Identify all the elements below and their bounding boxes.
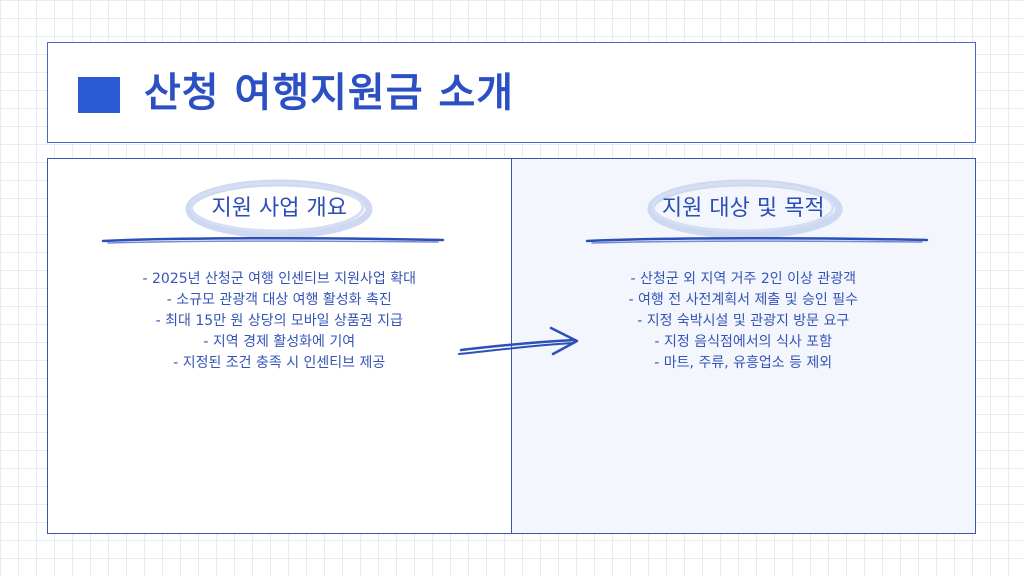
eligibility-heading-group: 지원 대상 및 목적	[512, 177, 976, 247]
eligibility-panel: 지원 대상 및 목적 - 산청군 외 지역 거주 2인 이상 관광객 - 여행 …	[511, 159, 976, 533]
overview-heading-group: 지원 사업 개요	[48, 177, 511, 247]
list-item: - 지정 음식점에서의 식사 포함	[654, 334, 832, 350]
list-item: - 마트, 주류, 유흥업소 등 제외	[654, 355, 833, 371]
eligibility-list: - 산청군 외 지역 거주 2인 이상 관광객 - 여행 전 사전계획서 제출 …	[512, 269, 976, 374]
list-item: - 최대 15만 원 상당의 모바일 상품권 지급	[155, 313, 403, 329]
list-item: - 지역 경제 활성화에 기여	[203, 334, 356, 350]
overview-panel: 지원 사업 개요 - 2025년 산청군 여행 인센티브 지원사업 확대 - 소…	[48, 159, 512, 533]
list-item: - 소규모 관광객 대상 여행 활성화 촉진	[166, 292, 392, 308]
title-banner: 산청 여행지원금 소개	[47, 42, 976, 143]
right-arrow-icon	[458, 326, 579, 356]
hand-drawn-ellipse-icon	[585, 179, 928, 244]
content-panels: 지원 사업 개요 - 2025년 산청군 여행 인센티브 지원사업 확대 - 소…	[47, 158, 976, 534]
hand-drawn-ellipse-icon	[101, 179, 445, 244]
list-item: - 2025년 산청군 여행 인센티브 지원사업 확대	[142, 271, 416, 287]
list-item: - 산청군 외 지역 거주 2인 이상 관광객	[630, 271, 856, 287]
page-title: 산청 여행지원금 소개	[144, 70, 515, 116]
list-item: - 지정된 조건 충족 시 인센티브 제공	[173, 355, 386, 371]
list-item: - 여행 전 사전계획서 제출 및 승인 필수	[628, 292, 858, 308]
overview-heading: 지원 사업 개요	[211, 196, 347, 221]
list-item: - 지정 숙박시설 및 관광지 방문 요구	[637, 313, 850, 329]
square-bullet-icon	[78, 77, 120, 113]
eligibility-heading: 지원 대상 및 목적	[661, 196, 825, 221]
overview-list: - 2025년 산청군 여행 인센티브 지원사업 확대 - 소규모 관광객 대상…	[48, 269, 511, 374]
